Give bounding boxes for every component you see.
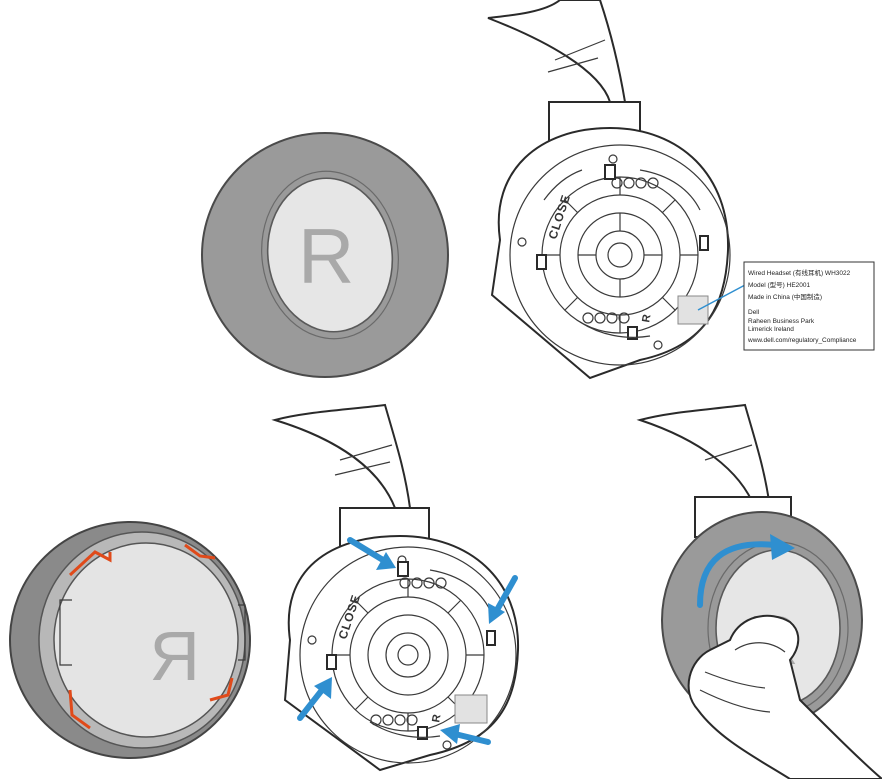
label-line-1: Wired Headset (有线耳机) WH3022 xyxy=(748,268,851,277)
label-line-2: Model (型号) HE2001 xyxy=(748,280,811,289)
label-line-3: Made in China (中国制造) xyxy=(748,292,822,301)
arrow-left-clip xyxy=(297,677,332,721)
panel-cushion-front: R xyxy=(201,132,449,378)
label-line-7: www.dell.com/regulatory_Compliance xyxy=(747,337,857,344)
arrow-twist-clockwise xyxy=(697,534,795,608)
cup-side-letter: R xyxy=(640,313,653,323)
arrow-right-clip xyxy=(488,575,518,624)
arrow-bottom-clip xyxy=(440,724,491,745)
cup-side-letter-2: R xyxy=(430,713,443,723)
panel-headset-label: CLOSE R Wired Headset (有线耳机) WH3022 Mode… xyxy=(487,0,875,380)
panel-cushion-back: R xyxy=(9,521,251,759)
panel-install-twist: R xyxy=(636,403,882,779)
label-line-5: Raheen Business Park xyxy=(748,318,815,325)
cushion-side-letter: R xyxy=(298,212,354,300)
mirrored-side-letter: R xyxy=(149,617,200,695)
regulatory-label: Wired Headset (有线耳机) WH3022 Model (型号) H… xyxy=(743,261,875,351)
arrow-top-clip xyxy=(347,537,396,570)
panel-headset-arrows: CLOSE R xyxy=(271,403,520,772)
label-line-4: Dell xyxy=(748,309,760,316)
label-line-6: Limerick Ireland xyxy=(748,326,794,333)
